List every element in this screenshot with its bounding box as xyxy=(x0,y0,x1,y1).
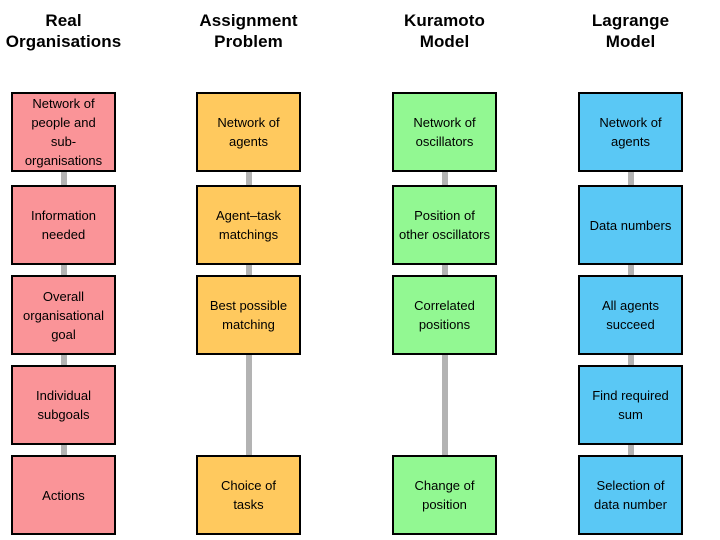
node-label: Individual subgoals xyxy=(36,388,91,422)
connector-kuramoto-model-1-to-2 xyxy=(441,172,448,185)
connector-real-organisations-1-to-2 xyxy=(60,172,67,185)
node-label: Network of oscillators xyxy=(413,115,476,149)
node-label: Network of agents xyxy=(599,115,662,149)
connector-assignment-problem-1-to-2 xyxy=(245,172,252,185)
node-label: Actions xyxy=(42,487,85,503)
column-header-lagrange-model: Lagrange Model xyxy=(591,11,670,51)
connector-lagrange-model-2-to-3 xyxy=(627,265,634,275)
node-assignment-problem-row2[interactable]: Agent–task matchings xyxy=(196,185,301,265)
node-real-organisations-row4[interactable]: Individual subgoals xyxy=(11,365,116,445)
column-header-assignment-problem: Assignment Problem xyxy=(199,11,298,51)
node-lagrange-model-row4[interactable]: Find required sum xyxy=(578,365,683,445)
node-label: Selection of data number xyxy=(594,478,667,512)
node-label: Position of other oscillators xyxy=(398,208,491,242)
node-label: Overall organisational goal xyxy=(23,288,104,342)
node-lagrange-model-row5[interactable]: Selection of data number xyxy=(578,455,683,535)
connector-real-organisations-2-to-3 xyxy=(60,265,67,275)
connector-lagrange-model-4-to-5 xyxy=(627,445,634,455)
node-real-organisations-row1[interactable]: Network of people and sub-organisations xyxy=(11,92,116,172)
connector-kuramoto-model-3-to-5 xyxy=(441,355,448,455)
connector-lagrange-model-1-to-2 xyxy=(627,172,634,185)
node-assignment-problem-row1[interactable]: Network of agents xyxy=(196,92,301,172)
connector-kuramoto-model-2-to-3 xyxy=(441,265,448,275)
connector-lagrange-model-3-to-4 xyxy=(627,355,634,365)
node-kuramoto-model-row5[interactable]: Change of position xyxy=(392,455,497,535)
node-real-organisations-row2[interactable]: Information needed xyxy=(11,185,116,265)
node-label: Best possible matching xyxy=(209,298,288,332)
connector-assignment-problem-2-to-3 xyxy=(245,265,252,275)
node-assignment-problem-row3[interactable]: Best possible matching xyxy=(196,275,301,355)
node-label: Find required sum xyxy=(592,388,669,422)
node-label: Data numbers xyxy=(589,217,672,233)
node-label: Network of agents xyxy=(217,115,280,149)
node-lagrange-model-row2[interactable]: Data numbers xyxy=(578,185,683,265)
node-kuramoto-model-row3[interactable]: Correlated positions xyxy=(392,275,497,355)
node-label: Network of people and sub-organisations xyxy=(24,96,103,168)
connector-real-organisations-4-to-5 xyxy=(60,445,67,455)
connector-real-organisations-3-to-4 xyxy=(60,355,67,365)
node-real-organisations-row5[interactable]: Actions xyxy=(11,455,116,535)
node-lagrange-model-row1[interactable]: Network of agents xyxy=(578,92,683,172)
connector-assignment-problem-3-to-5 xyxy=(245,355,252,455)
node-label: Correlated positions xyxy=(414,298,475,332)
node-assignment-problem-row5[interactable]: Choice of tasks xyxy=(196,455,301,535)
node-label: Choice of tasks xyxy=(221,478,276,512)
column-header-kuramoto-model: Kuramoto Model xyxy=(403,11,486,51)
node-label: Information needed xyxy=(30,208,97,242)
node-kuramoto-model-row1[interactable]: Network of oscillators xyxy=(392,92,497,172)
node-label: Agent–task matchings xyxy=(215,208,282,242)
node-label: Change of position xyxy=(414,478,475,512)
node-kuramoto-model-row2[interactable]: Position of other oscillators xyxy=(392,185,497,265)
node-real-organisations-row3[interactable]: Overall organisational goal xyxy=(11,275,116,355)
node-label: All agents succeed xyxy=(601,298,660,332)
column-header-real-organisations: Real Organisations xyxy=(5,11,122,51)
node-lagrange-model-row3[interactable]: All agents succeed xyxy=(578,275,683,355)
